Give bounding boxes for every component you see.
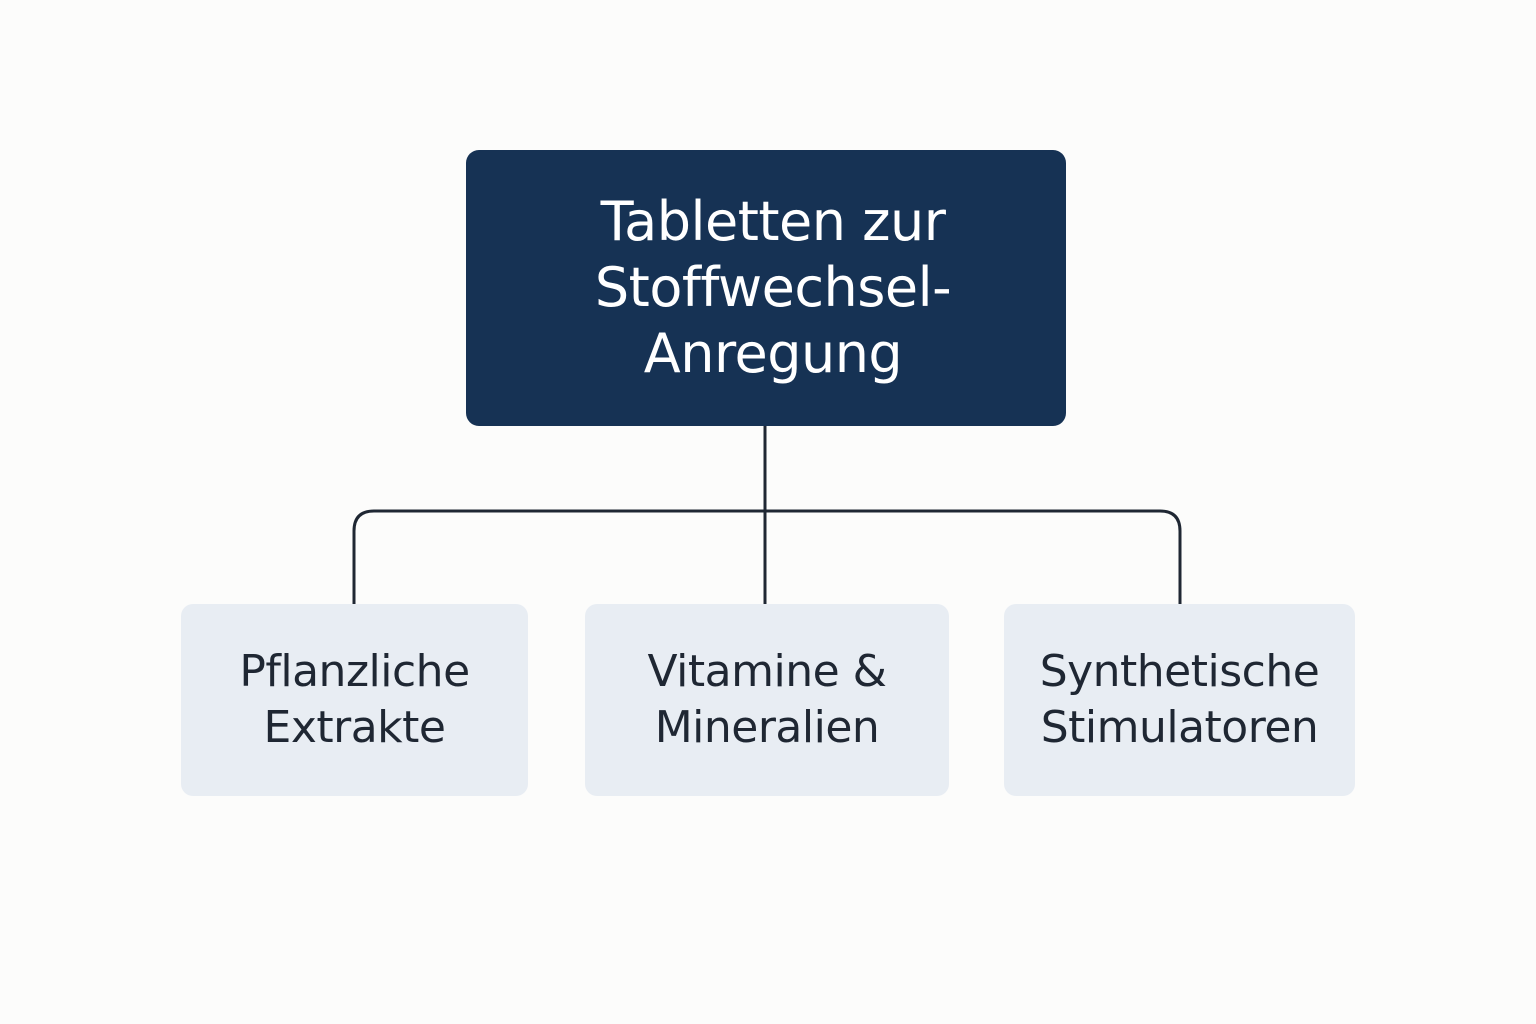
child-node-label: Synthetische Stimulatoren — [1039, 646, 1320, 753]
child-node-label: Vitamine & Mineralien — [647, 646, 887, 753]
child-node-vitamine-mineralien: Vitamine & Mineralien — [585, 604, 949, 796]
child-node-pflanzliche-extrakte: Pflanzliche Extrakte — [181, 604, 528, 796]
child-node-synthetische-stimulatoren: Synthetische Stimulatoren — [1004, 604, 1355, 796]
root-node-label: Tabletten zur Stoffwechsel- Anregung — [594, 190, 952, 385]
connector-branch-right — [765, 509, 1182, 604]
root-node: Tabletten zur Stoffwechsel- Anregung — [466, 150, 1066, 426]
connector-branch-left — [352, 509, 765, 604]
child-node-label: Pflanzliche Extrakte — [239, 646, 470, 753]
